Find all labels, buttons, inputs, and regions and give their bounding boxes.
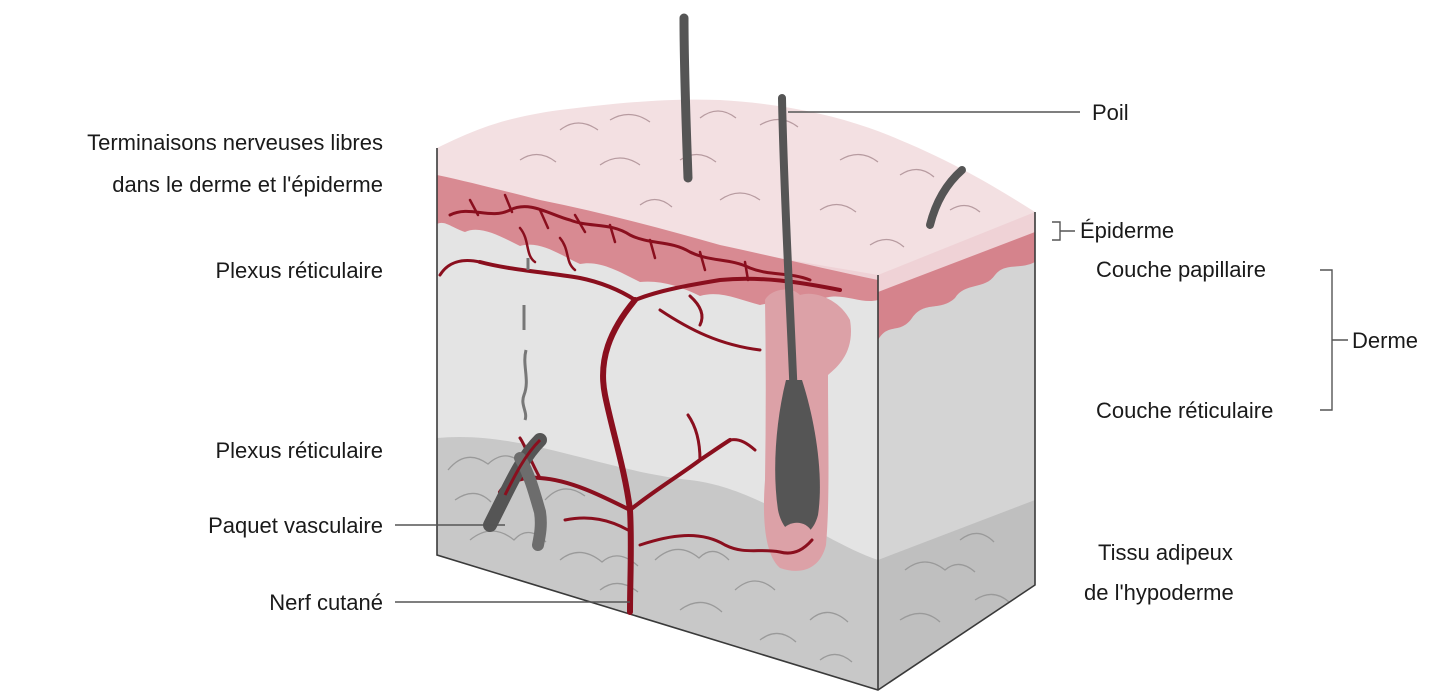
hair-left: [684, 18, 688, 178]
label-terminaisons-line2: dans le derme et l'épiderme: [112, 172, 383, 197]
label-poil: Poil: [1092, 100, 1129, 125]
bracket-derme: [1320, 270, 1348, 410]
label-tissu-adipeux-line1: Tissu adipeux: [1098, 540, 1233, 565]
label-couche-papillaire: Couche papillaire: [1096, 257, 1266, 282]
label-epiderme: Épiderme: [1080, 218, 1174, 243]
label-nerf-cutane: Nerf cutané: [269, 590, 383, 615]
bracket-epiderme: [1052, 222, 1075, 240]
label-paquet-vasculaire: Paquet vasculaire: [208, 513, 383, 538]
label-couche-reticulaire: Couche réticulaire: [1096, 398, 1273, 423]
label-plexus-reticulaire-bottom: Plexus réticulaire: [215, 438, 383, 463]
label-tissu-adipeux-line2: de l'hypoderme: [1084, 580, 1234, 605]
label-terminaisons-line1: Terminaisons nerveuses libres: [87, 130, 383, 155]
label-plexus-reticulaire-top: Plexus réticulaire: [215, 258, 383, 283]
label-derme: Derme: [1352, 328, 1418, 353]
